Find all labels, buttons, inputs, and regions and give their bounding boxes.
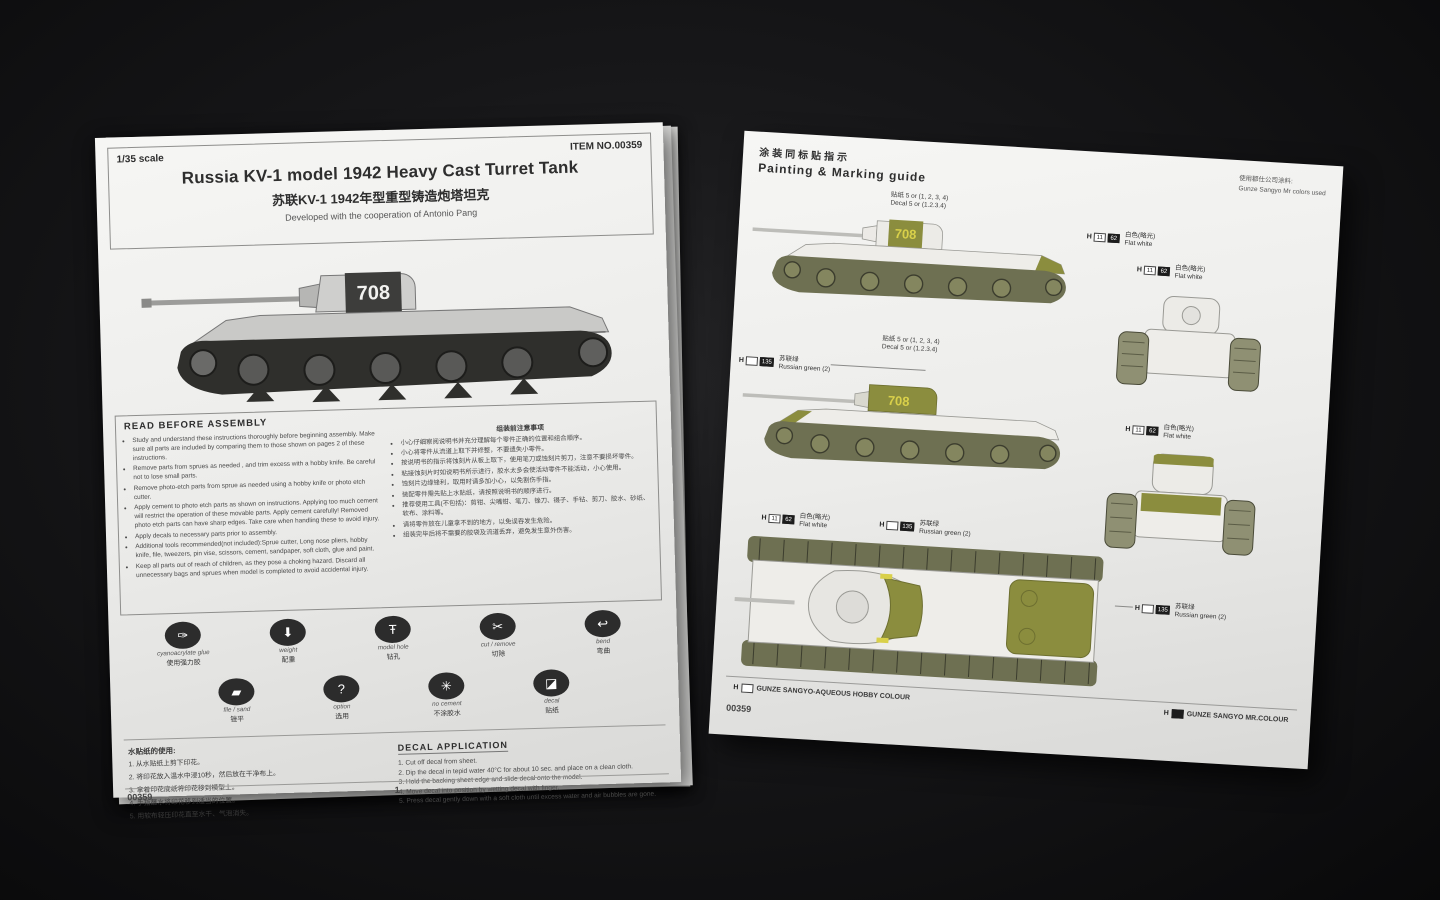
legend-cut: ✂ cut / remove 切除 — [451, 612, 544, 660]
drill-hole-icon: Ŧ — [374, 615, 412, 644]
tank-side-view-whitewash: 708 — [752, 219, 1066, 304]
legend-no-cement: ✳ no cement 不涂胶水 — [400, 671, 493, 719]
knife-cut-icon: ✂ — [479, 612, 517, 641]
legend-option: ? option 选用 — [295, 674, 388, 722]
symbol-legend: ✑ cyanoacrylate glue 使用强力胶 ⬇ weight 配重 Ŧ… — [136, 609, 651, 735]
mr-color-box: 62 — [1146, 426, 1159, 437]
color-name-en: Flat white — [1124, 239, 1153, 248]
legend-mr-colour: H GUNZE SANGYO MR.COLOUR — [1163, 709, 1289, 725]
legend-mr-label: GUNZE SANGYO MR.COLOUR — [1186, 711, 1289, 725]
decal-note: 贴纸 5 or (1, 2, 3, 4)Decal 5 or (1.2.3.4) — [890, 191, 949, 211]
paint-brand-note: 使用郡仕公司涂料: Gunze Sangyo Mr colors used — [1238, 174, 1327, 208]
color-name-en: Flat white — [1162, 431, 1192, 441]
mr-color-box: 62 — [1157, 266, 1171, 277]
weight-icon: ⬇ — [269, 618, 307, 647]
mr-color-box — [1171, 709, 1184, 719]
legend-label-cn: 选用 — [335, 713, 350, 721]
painting-marking-guide-page: 涂装同标贴指示 Painting & Marking guide 使用郡仕公司涂… — [708, 130, 1344, 770]
tank-top-view-illustration — [734, 536, 1104, 687]
legend-label-cn: 切除 — [491, 650, 506, 659]
mr-color-box: 62 — [782, 514, 795, 525]
turret-number: 708 — [356, 282, 390, 305]
glue-bottle-icon: ✑ — [164, 621, 202, 650]
legend-label-cn: 钻孔 — [386, 653, 401, 662]
legend-decal: ◪ decal 贴纸 — [505, 668, 598, 716]
paint-callout-russian-green: H 135 苏联绿 Russian green (2) — [1134, 603, 1227, 621]
legend-file: ▰ file / sand 锉平 — [190, 677, 283, 725]
cautions-chinese: 组装前注意事项 小心仔细察阅说明书并充分理解每个零件正确的位置和组合顺序。 小心… — [392, 421, 652, 575]
decal-note: 贴纸 5 or (1, 2, 3, 4)Decal 5 or (1.2.3.4) — [881, 335, 940, 355]
painting-guide-title: 涂装同标贴指示 Painting & Marking guide — [758, 144, 928, 185]
mr-color-box: 62 — [1107, 233, 1121, 244]
aqueous-color-box — [1141, 604, 1155, 615]
leader-line — [1114, 605, 1133, 608]
legend-bend: ↩ bend 弯曲 — [556, 609, 649, 657]
tank-rear-view-green-patch — [1104, 453, 1256, 556]
aqueous-color-box — [741, 683, 754, 694]
aqueous-color-box — [886, 521, 899, 531]
aqueous-color-box: 11 — [1093, 232, 1107, 243]
instruction-sheet-cover-page: 1/35 scale ITEM NO.00359 Russia KV-1 mod… — [94, 122, 682, 820]
tank-front-view-white — [1116, 296, 1261, 392]
decal-sheet-icon: ◪ — [532, 669, 570, 698]
mr-color-box: 135 — [1155, 605, 1171, 616]
legend-label-cn: 不涂胶水 — [433, 710, 461, 718]
legend-glue: ✑ cyanoacrylate glue 使用强力胶 — [136, 621, 229, 669]
legend-label-cn: 锉平 — [230, 716, 245, 724]
paint-callout-russian-green: H 135 苏联绿 Russian green (2) — [879, 519, 971, 538]
legend-label-cn: 使用强力胶 — [166, 659, 201, 668]
item-number: ITEM NO.00359 — [569, 139, 643, 153]
bend-icon: ↩ — [584, 609, 622, 638]
footer-item-number: 00359 — [127, 791, 153, 803]
scale-label: 1/35 scale — [116, 153, 164, 166]
legend-label-cn: 弯曲 — [596, 647, 611, 656]
decal-instructions-chinese: 水贴纸的使用: 1. 从水贴纸上剪下印花。 2. 将印花放入温水中浸10秒，然后… — [128, 738, 386, 824]
paint-callout-flat-white: H 11 62 白色(略光) Flat white — [1125, 424, 1195, 441]
cautions-english: Study and understand these instructions … — [124, 428, 384, 582]
color-name-en: Russian green (2) — [1174, 610, 1227, 621]
aqueous-color-box: 11 — [768, 514, 781, 524]
legend-label-cn: 配重 — [281, 656, 296, 665]
legend-drill: Ŧ model hole 钻孔 — [346, 615, 439, 663]
mr-color-box: 135 — [900, 521, 915, 532]
question-option-icon: ? — [323, 674, 360, 703]
legend-weight: ⬇ weight 配重 — [241, 618, 334, 666]
turret-number: 708 — [894, 226, 917, 242]
paint-callout-flat-white: H 11 62 白色(略光) Flat white — [761, 512, 831, 530]
tank-side-view-green-turret: 708 — [742, 384, 1060, 470]
tank-side-view-illustration: 708 — [141, 271, 612, 403]
turret-number: 708 — [887, 393, 910, 409]
legend-label-cn: 贴纸 — [545, 707, 559, 715]
footer-page-number: 1 — [394, 784, 400, 795]
aqueous-color-box: 11 — [1143, 265, 1157, 276]
color-name-en: Flat white — [1174, 272, 1203, 281]
read-before-assembly-box: READ BEFORE ASSEMBLY Study and understan… — [114, 400, 663, 616]
aqueous-color-box: 11 — [1132, 425, 1145, 436]
no-cement-icon: ✳ — [427, 671, 465, 700]
decal-en-title: DECAL APPLICATION — [397, 739, 509, 755]
file-sand-icon: ▰ — [218, 677, 255, 706]
paint-callout-flat-white: H 11 62 白色(略光) Flat white — [1136, 264, 1206, 281]
title-box: 1/35 scale ITEM NO.00359 Russia KV-1 mod… — [107, 132, 654, 250]
legend-aqueous-label: GUNZE SANGYO-AQUEOUS HOBBY COLOUR — [756, 685, 911, 702]
paint-callout-flat-white: H 11 62 白色(略光) Flat white — [1086, 231, 1156, 248]
color-name-en: Russian green (2) — [918, 527, 971, 538]
footer-item-number: 00359 — [725, 702, 752, 715]
color-name-en: Flat white — [799, 520, 828, 530]
